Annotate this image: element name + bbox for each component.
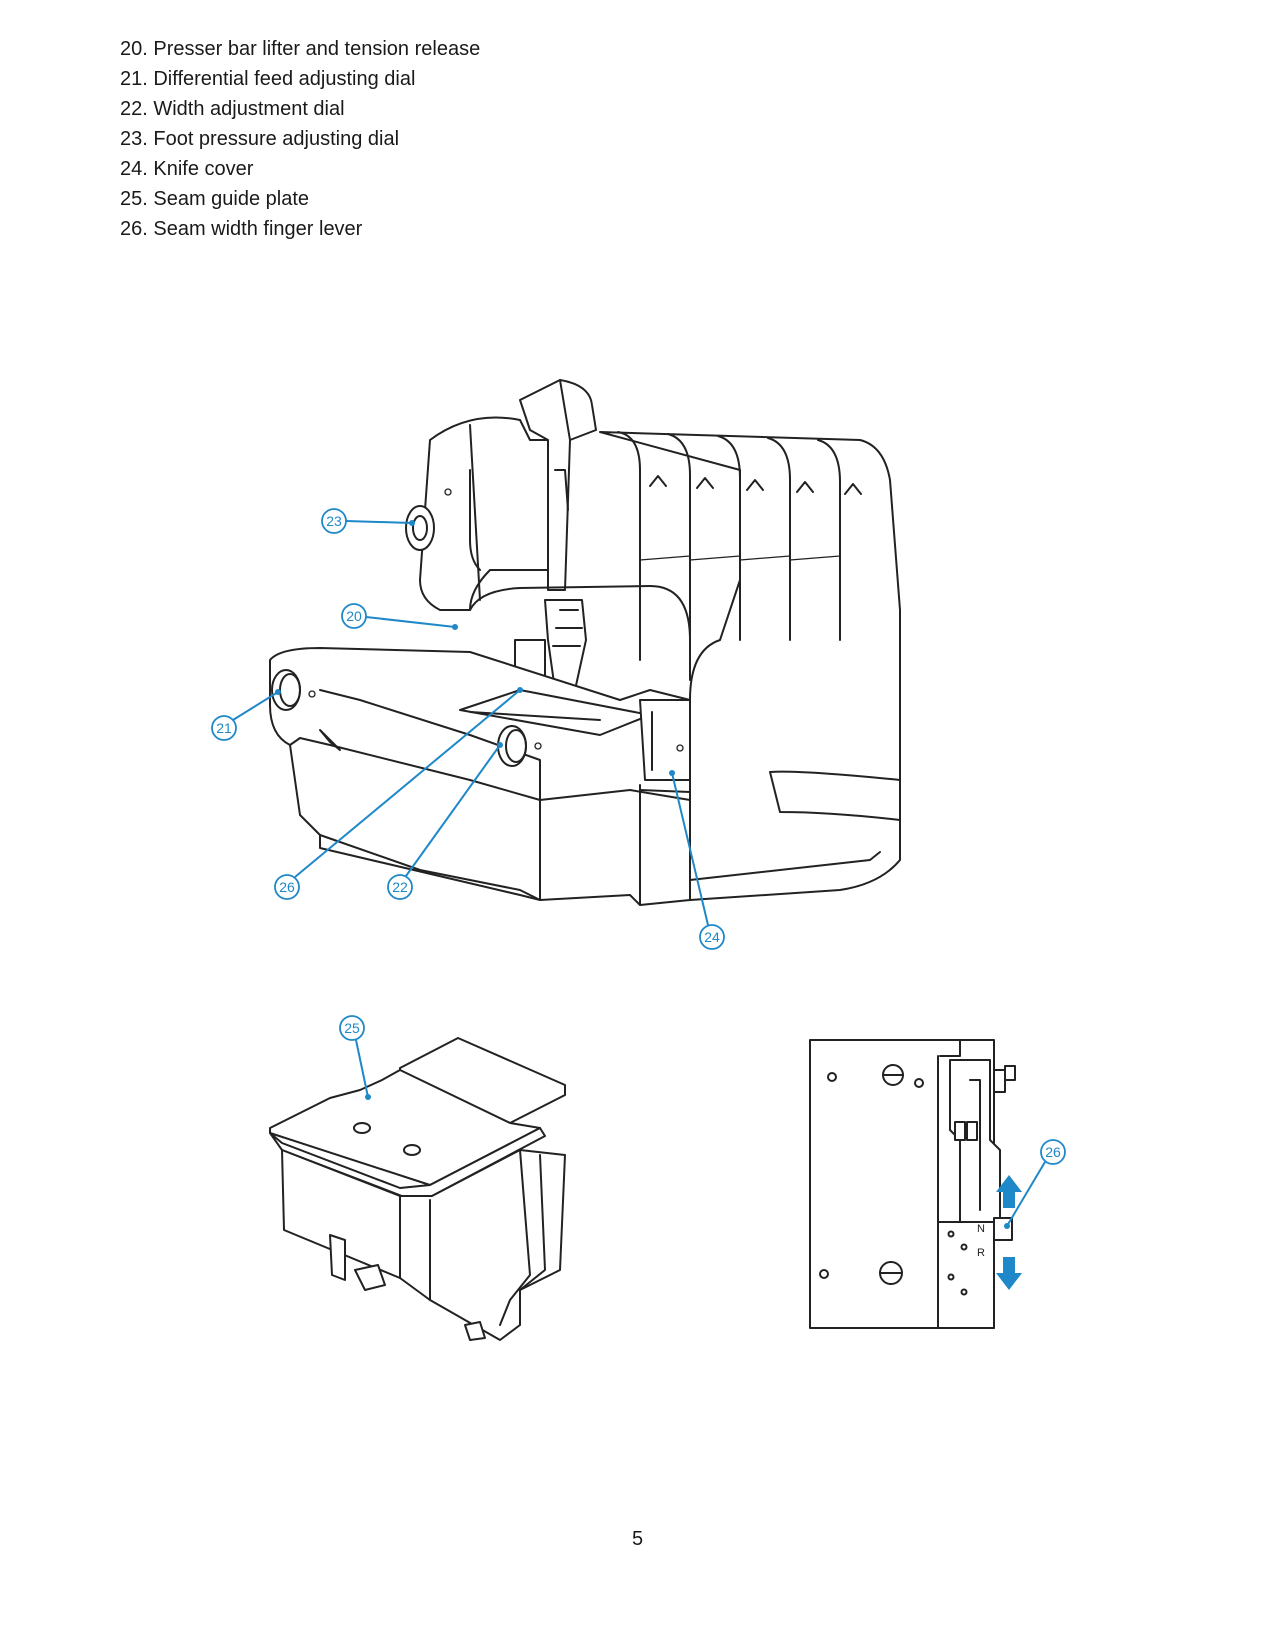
callout-20: 20	[341, 603, 458, 630]
callout-26-detail-label: 26	[1045, 1144, 1061, 1160]
callout-22-label: 22	[392, 879, 408, 895]
callout-23: 23	[321, 508, 415, 534]
callout-21-label: 21	[216, 720, 232, 736]
callout-26-detail: 26	[1004, 1139, 1066, 1229]
parts-list: 20. Presser bar lifter and tension relea…	[120, 34, 480, 244]
part-item-25: 25. Seam guide plate	[120, 188, 310, 210]
callout-22: 22	[387, 742, 503, 900]
callout-21: 21	[211, 689, 281, 741]
callout-24: 24	[669, 770, 725, 950]
arrow-down-icon	[996, 1257, 1022, 1290]
seam-guide-plate-illustration	[269, 1037, 566, 1341]
arrow-up-icon	[996, 1175, 1022, 1208]
part-item-20: 20. Presser bar lifter and tension relea…	[120, 38, 481, 60]
callout-25: 25	[339, 1015, 371, 1100]
callout-25-label: 25	[344, 1020, 360, 1036]
callout-26-main: 26	[274, 687, 523, 900]
overlock-machine-illustration	[269, 379, 901, 906]
part-item-24: 24. Knife cover	[120, 158, 254, 180]
callout-26-main-label: 26	[279, 879, 295, 895]
page-number: 5	[631, 1528, 644, 1550]
part-item-26: 26. Seam width finger lever	[120, 218, 363, 240]
part-item-21: 21. Differential feed adjusting dial	[120, 68, 416, 90]
part-item-23: 23. Foot pressure adjusting dial	[120, 128, 400, 150]
part-item-22: 22. Width adjustment dial	[120, 98, 345, 120]
callout-23-label: 23	[326, 513, 342, 529]
callout-24-label: 24	[704, 929, 720, 945]
lever-label-n: N	[977, 1223, 985, 1235]
lever-label-r: R	[977, 1247, 985, 1259]
callout-20-label: 20	[346, 608, 362, 624]
seam-width-lever-illustration: N R	[809, 1039, 1016, 1329]
